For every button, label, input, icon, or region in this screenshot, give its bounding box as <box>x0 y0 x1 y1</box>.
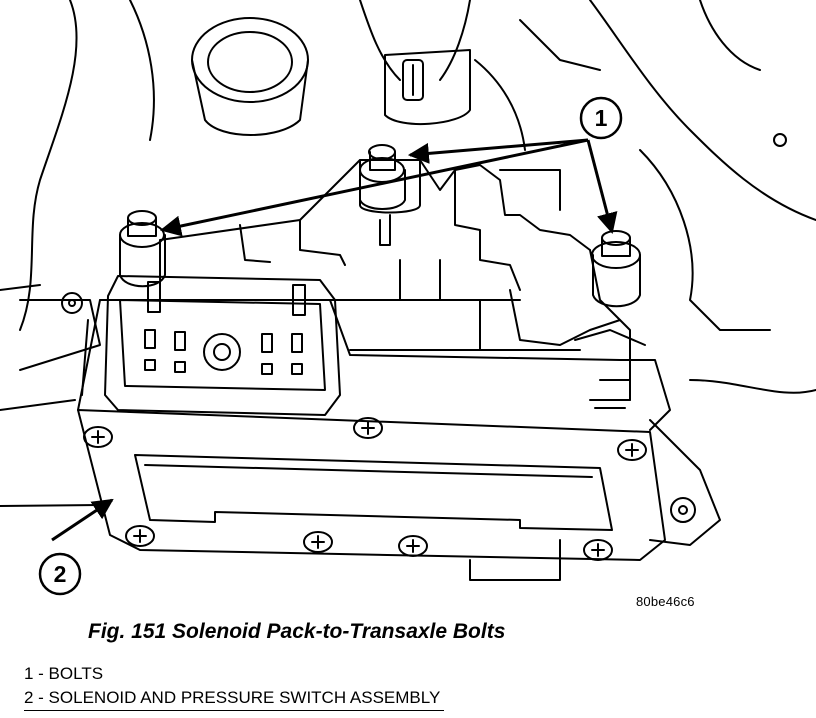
callout-1: 1 <box>579 96 623 140</box>
screw-top-left <box>83 426 113 448</box>
sensor-connector <box>359 0 471 126</box>
figure-reference-code: 80be46c6 <box>636 594 695 609</box>
valve-body-upper <box>159 159 646 409</box>
screw-top-center <box>353 417 383 439</box>
screw-bottom-3 <box>398 535 428 557</box>
bolt-center <box>359 144 406 210</box>
figure-caption: Fig. 151 Solenoid Pack-to-Transaxle Bolt… <box>88 620 506 643</box>
callout-1-number: 1 <box>595 105 608 131</box>
screw-top-right <box>617 439 647 461</box>
solenoid-assembly-body <box>77 299 671 561</box>
screw-bottom-1 <box>125 525 155 547</box>
legend-item-solenoid-assembly: 2 - SOLENOID AND PRESSURE SWITCH ASSEMBL… <box>24 686 445 711</box>
bolt-left <box>119 210 166 288</box>
electrical-connector <box>104 275 341 416</box>
case-edge-line <box>0 504 101 507</box>
assembly-screws <box>83 417 647 561</box>
screw-bottom-2 <box>303 531 333 553</box>
callout-2-leader <box>51 498 114 542</box>
callout-2: 2 <box>38 552 82 596</box>
legend-item-bolts: 1 - BOLTS <box>24 664 104 683</box>
solenoid-pack-illustration: 1 2 <box>0 0 816 596</box>
case-boss <box>191 17 309 136</box>
callout-legend: 1 - BOLTS 2 - SOLENOID AND PRESSURE SWIT… <box>24 662 445 711</box>
transaxle-case <box>0 0 816 581</box>
screw-bottom-4 <box>583 539 613 561</box>
callout-2-number: 2 <box>54 561 67 587</box>
callout-1-leaders <box>159 138 618 237</box>
